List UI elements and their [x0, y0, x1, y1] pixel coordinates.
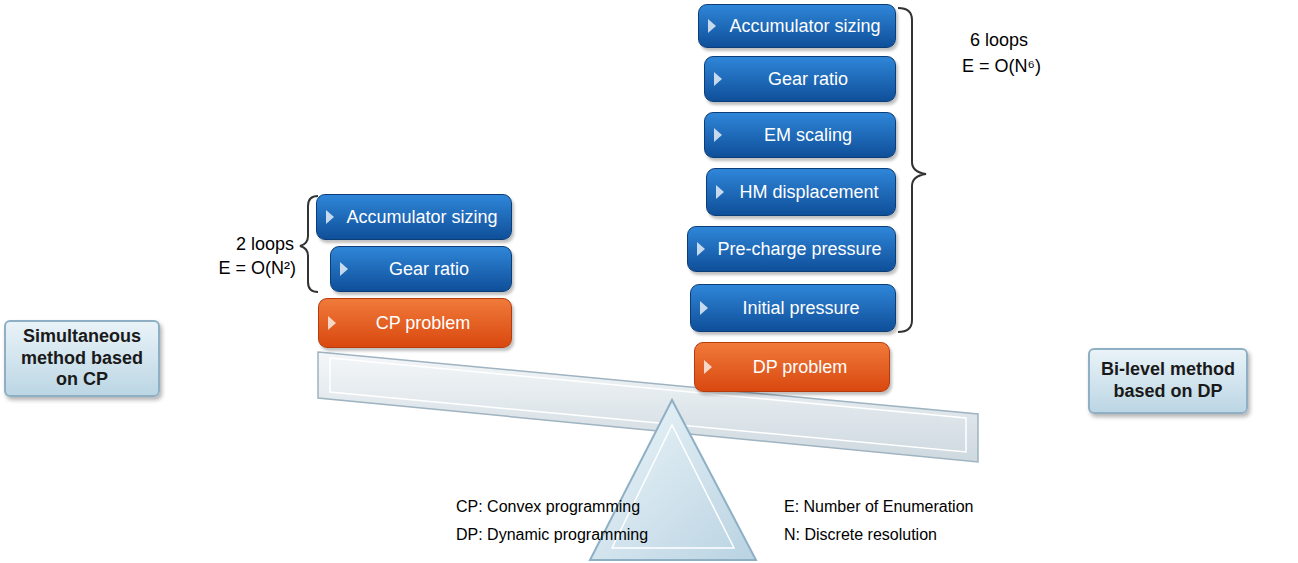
- problem-box: CP problem: [318, 298, 512, 348]
- method-box: Simultaneous method based on CP: [4, 320, 160, 397]
- bullet-icon: [704, 360, 712, 374]
- bullet-icon: [708, 19, 716, 33]
- bullet-icon: [714, 128, 722, 142]
- bullet-triangle: [328, 316, 336, 330]
- bullet-icon: [716, 185, 724, 199]
- loop-box: HM displacement: [706, 168, 896, 216]
- bullet-icon: [328, 316, 336, 330]
- bullet-triangle: [700, 301, 708, 315]
- box-text: Accumulator sizing: [729, 16, 880, 37]
- symbol-note: N: Discrete resolution: [784, 526, 937, 544]
- box-text: DP problem: [753, 357, 848, 378]
- bullet-icon: [340, 262, 348, 276]
- bullet-icon: [697, 242, 705, 256]
- loop-box: EM scaling: [704, 112, 896, 158]
- bullet-triangle: [704, 360, 712, 374]
- bullet-triangle: [326, 210, 334, 224]
- box-text: Accumulator sizing: [346, 207, 497, 228]
- loop-box: Pre-charge pressure: [687, 226, 896, 272]
- bullet-icon: [714, 72, 722, 86]
- method-box: Bi-level method based on DP: [1088, 348, 1248, 414]
- loop-box: Accumulator sizing: [316, 194, 512, 240]
- problem-box: DP problem: [694, 342, 890, 392]
- bullet-icon: [326, 210, 334, 224]
- bullet-triangle: [340, 262, 348, 276]
- box-text: HM displacement: [739, 182, 878, 203]
- bullet-triangle: [714, 128, 722, 142]
- symbol-note: E: Number of Enumeration: [784, 498, 973, 516]
- box-text: Gear ratio: [389, 259, 469, 280]
- abbreviation-note: DP: Dynamic programming: [456, 526, 648, 544]
- bullet-triangle: [716, 185, 724, 199]
- box-text: Initial pressure: [742, 298, 859, 319]
- bullet-triangle: [697, 242, 705, 256]
- box-text: Bi-level method based on DP: [1098, 359, 1238, 402]
- enumeration-order: E = O(N²): [218, 258, 296, 279]
- loop-box: Accumulator sizing: [698, 4, 896, 48]
- box-text: Gear ratio: [768, 69, 848, 90]
- box-text: EM scaling: [764, 125, 852, 146]
- loop-box: Gear ratio: [704, 56, 896, 102]
- loop-count: 2 loops: [236, 234, 294, 255]
- box-text: Pre-charge pressure: [717, 239, 881, 260]
- loop-box: Initial pressure: [690, 284, 896, 332]
- bullet-triangle: [708, 19, 716, 33]
- box-text: CP problem: [376, 313, 471, 334]
- loop-count: 6 loops: [970, 30, 1028, 51]
- box-text: Simultaneous method based on CP: [14, 326, 150, 391]
- enumeration-order: E = O(N⁶): [962, 56, 1041, 77]
- bullet-triangle: [714, 72, 722, 86]
- right-brace: [898, 8, 926, 332]
- loop-box: Gear ratio: [330, 246, 512, 292]
- abbreviation-note: CP: Convex programming: [456, 498, 640, 516]
- bullet-icon: [700, 301, 708, 315]
